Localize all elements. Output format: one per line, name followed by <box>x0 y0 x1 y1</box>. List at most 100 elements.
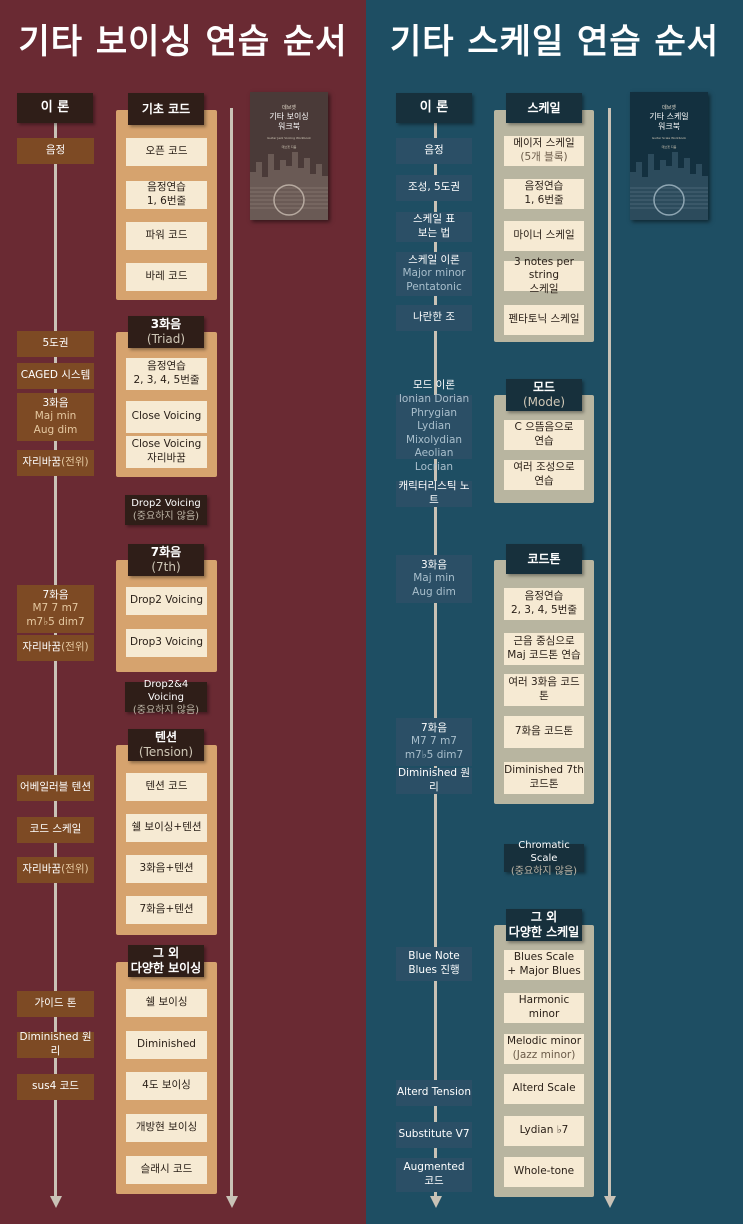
theory-item: 캐릭터리스틱 노트 <box>396 480 472 507</box>
workbook-small-label: 데브겟 <box>282 105 296 111</box>
practice-group-header: 7화음(7th) <box>128 544 204 576</box>
theory-item: Alterd Tension <box>396 1080 472 1106</box>
practice-group-header: 코드톤 <box>506 544 582 574</box>
practice-arrow <box>226 1196 238 1208</box>
theory-item-label: CAGED 시스템 <box>20 369 91 382</box>
theory-item-label: 스케일 이론 <box>408 253 460 266</box>
group-header-sub: (Mode) <box>522 395 566 409</box>
group-header-sub: (Tension) <box>138 745 194 759</box>
theory-item-label: Blues 진행 <box>408 964 460 976</box>
theory-item-label: Augmented <box>403 1161 465 1174</box>
theory-item-label: 어베일러블 텐션 <box>20 781 91 794</box>
practice-card-label: 스케일 <box>529 282 559 295</box>
practice-card-label: 3화음+텐션 <box>139 862 194 875</box>
theory-item-label: 3화음 <box>420 558 447 571</box>
practice-card-label: 펜타토닉 스케일 <box>508 313 580 326</box>
theory-item-sub: Aug dim <box>412 585 456 598</box>
practice-card: 7화음+텐션 <box>126 896 207 924</box>
practice-card-label: Maj 코드톤 연습 <box>507 649 581 661</box>
theory-item-sub: M7 7 m7 <box>410 735 457 748</box>
practice-card-label: Whole-tone <box>513 1165 575 1178</box>
workbook-cover-art <box>250 152 328 220</box>
practice-card-label: 연습 <box>534 435 554 447</box>
practice-card-label: + Major Blues <box>507 965 581 977</box>
group-header-label: 그 외 <box>530 910 558 924</box>
practice-card: Whole-tone <box>504 1157 584 1187</box>
practice-card: 마이너 스케일 <box>504 221 584 251</box>
theory-item-sub: Major minor <box>402 267 466 280</box>
theory-item-label: 3화음 <box>42 396 69 409</box>
practice-card: Drop3 Voicing <box>126 629 207 657</box>
practice-card: 바레 코드 <box>126 263 207 291</box>
practice-card-label: 음정연습 <box>524 590 564 603</box>
optional-item: Drop2&4 Voicing(중요하지 않음) <box>125 679 207 716</box>
theory-item-sub: M7 7 m7 <box>32 602 79 615</box>
group-header-label: 다양한 보이싱 <box>130 961 202 975</box>
optional-item-label: Drop2&4 Voicing <box>143 678 189 703</box>
theory-item-label: 7화음 <box>42 588 69 601</box>
practice-card-label: 마이너 스케일 <box>513 229 575 242</box>
practice-card: 3화음+텐션 <box>126 855 207 883</box>
practice-card-label: 쉘 보이싱 <box>145 996 188 1009</box>
theory-item-sub: Aug dim <box>33 423 78 436</box>
practice-card-label: 음정연습 <box>147 360 186 373</box>
theory-item-label: 코드 스케일 <box>29 823 82 836</box>
practice-card: 쉘 보이싱 <box>126 989 207 1017</box>
theory-header: 이 론 <box>17 93 93 123</box>
practice-card: Diminished <box>126 1031 207 1059</box>
practice-card: 오픈 코드 <box>126 138 207 166</box>
practice-card: 슬래시 코드 <box>126 1156 207 1184</box>
practice-group-header: 3화음(Triad) <box>128 316 204 348</box>
practice-card-label: Close Voicing <box>131 410 202 423</box>
practice-card: 쉘 보이싱+텐션 <box>126 814 207 842</box>
practice-card-label: 쉘 보이싱+텐션 <box>131 821 202 834</box>
theory-item-label: 모드 이론 <box>413 379 455 392</box>
theory-item-label: 조성, 5도권 <box>408 181 460 194</box>
theory-item-label: 나란한 조 <box>413 311 455 324</box>
workbook-author: 데브겟 지음 <box>661 145 677 149</box>
practice-group-header: 텐션(Tension) <box>128 729 204 761</box>
optional-item-note: (중요하지 않음) <box>132 511 200 522</box>
practice-card-label: 바레 코드 <box>145 270 188 283</box>
practice-card: 메이저 스케일(5개 블록) <box>504 136 584 166</box>
workbook-cover-art <box>630 152 708 220</box>
theory-item-label: Diminished 원리 <box>398 767 470 793</box>
theory-item: CAGED 시스템 <box>17 363 94 389</box>
practice-card-label: Drop3 Voicing <box>130 636 203 649</box>
theory-item-sub: Mixolydian <box>405 433 463 446</box>
voicing-title: 기타 보이싱 연습 순서 <box>18 22 348 62</box>
practice-card-label: 연습 <box>534 475 554 487</box>
group-header-label: 기초 코드 <box>141 101 191 116</box>
practice-card-label: 오픈 코드 <box>145 145 188 158</box>
practice-card-label: Drop2 Voicing <box>130 594 203 607</box>
theory-item-sub: Pentatonic <box>406 280 462 293</box>
practice-card-label: 개방현 보이싱 <box>135 1121 198 1134</box>
practice-card-label: 여러 조성으로 <box>513 461 575 474</box>
theory-arrow <box>430 1196 442 1208</box>
practice-card-label: (Jazz minor) <box>512 1049 576 1061</box>
practice-card-label: (5개 블록) <box>520 151 568 163</box>
theory-item: 자리바꿈(전위) <box>17 635 94 661</box>
practice-card-label: 2, 3, 4, 5번줄 <box>510 604 578 616</box>
practice-card-label: 7화음 코드톤 <box>514 725 574 738</box>
workbook-caption: Guitar Scale Workbook <box>651 136 687 140</box>
practice-card-label: Diminished 7th <box>504 764 584 777</box>
theory-item-label: 음정 <box>424 144 444 157</box>
workbook-caption: Guitar Jazz Voicing Workbook <box>267 136 311 140</box>
